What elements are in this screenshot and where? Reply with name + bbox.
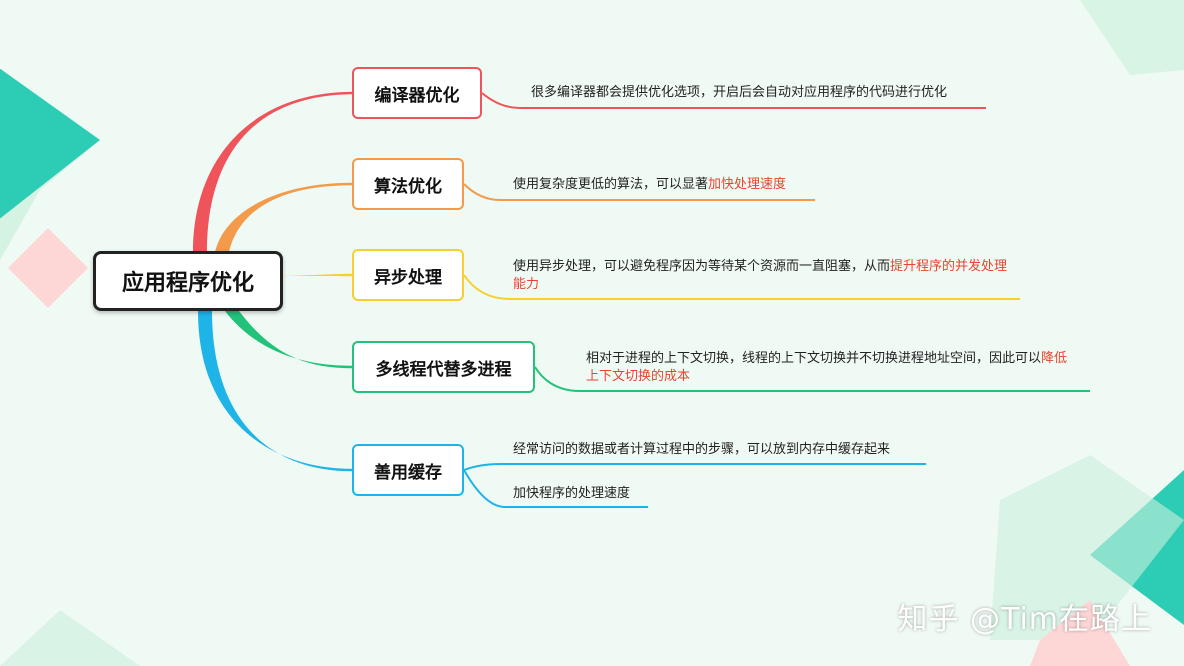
mint-shape-top-right [1080, 0, 1184, 75]
branch-connector [225, 311, 352, 369]
branch-connector [193, 91, 352, 252]
mint-shape-bottom-left [0, 610, 140, 666]
leaf-underline [463, 274, 511, 300]
leaf-underline [463, 183, 501, 201]
leaf-underline [463, 469, 506, 508]
branch-node-cache[interactable]: 善用缓存 [352, 444, 464, 496]
leaf-text: 加快程序的处理速度 [513, 486, 631, 501]
leaf-compiler: 很多编译器都会提供优化选项，开启后会自动对应用程序的代码进行优化 [531, 84, 947, 102]
leaf-highlight: 降低上下文切换的成本 [586, 351, 1068, 384]
leaf-multithread: 相对于进程的上下文切换，线程的上下文切换并不切换进程地址空间，因此可以降低上下文… [586, 350, 1076, 386]
teal-triangle-left [0, 68, 100, 219]
leaf-highlight: 提升程序的并发处理能力 [513, 259, 1008, 292]
leaf-cache-2: 加快程序的处理速度 [513, 485, 630, 503]
leaf-text: 很多编译器都会提供优化选项，开启后会自动对应用程序的代码进行优化 [531, 85, 948, 100]
leaf-algorithm: 使用复杂度更低的算法，可以显著加快处理速度 [513, 176, 786, 194]
leaf-cache-1: 经常访问的数据或者计算过程中的步骤，可以放到内存中缓存起来 [513, 441, 890, 459]
pink-diamond-left [8, 228, 88, 308]
branch-node-algorithm[interactable]: 算法优化 [352, 158, 464, 210]
leaf-text: 使用复杂度更低的算法，可以显著 [513, 177, 709, 192]
branch-connector [215, 182, 352, 252]
branch-node-async[interactable]: 异步处理 [352, 249, 464, 301]
watermark-text: 知乎 @Tim在路上 [897, 602, 1152, 637]
mindmap-connectors [193, 91, 1090, 508]
leaf-underline [463, 463, 501, 471]
branch-node-compiler[interactable]: 编译器优化 [352, 67, 482, 119]
mint-shape-bottom-right [990, 455, 1184, 640]
branch-node-multithread[interactable]: 多线程代替多进程 [352, 341, 535, 393]
pink-shape-bottom-right [1030, 600, 1130, 666]
branch-connector [198, 311, 352, 472]
leaf-underline [534, 366, 581, 392]
leaf-underline [481, 92, 521, 109]
root-node[interactable]: 应用程序优化 [93, 251, 283, 311]
leaf-text: 使用异步处理，可以避免程序因为等待某个资源而一直阻塞，从而 [513, 259, 891, 274]
leaf-text: 经常访问的数据或者计算过程中的步骤，可以放到内存中缓存起来 [513, 442, 891, 457]
leaf-highlight: 加快处理速度 [708, 177, 787, 192]
leaf-async: 使用异步处理，可以避免程序因为等待某个资源而一直阻塞，从而提升程序的并发处理能力 [513, 258, 1013, 294]
leaf-text: 相对于进程的上下文切换，线程的上下文切换并不切换进程地址空间，因此可以 [586, 351, 1042, 366]
branch-connector [276, 273, 352, 277]
